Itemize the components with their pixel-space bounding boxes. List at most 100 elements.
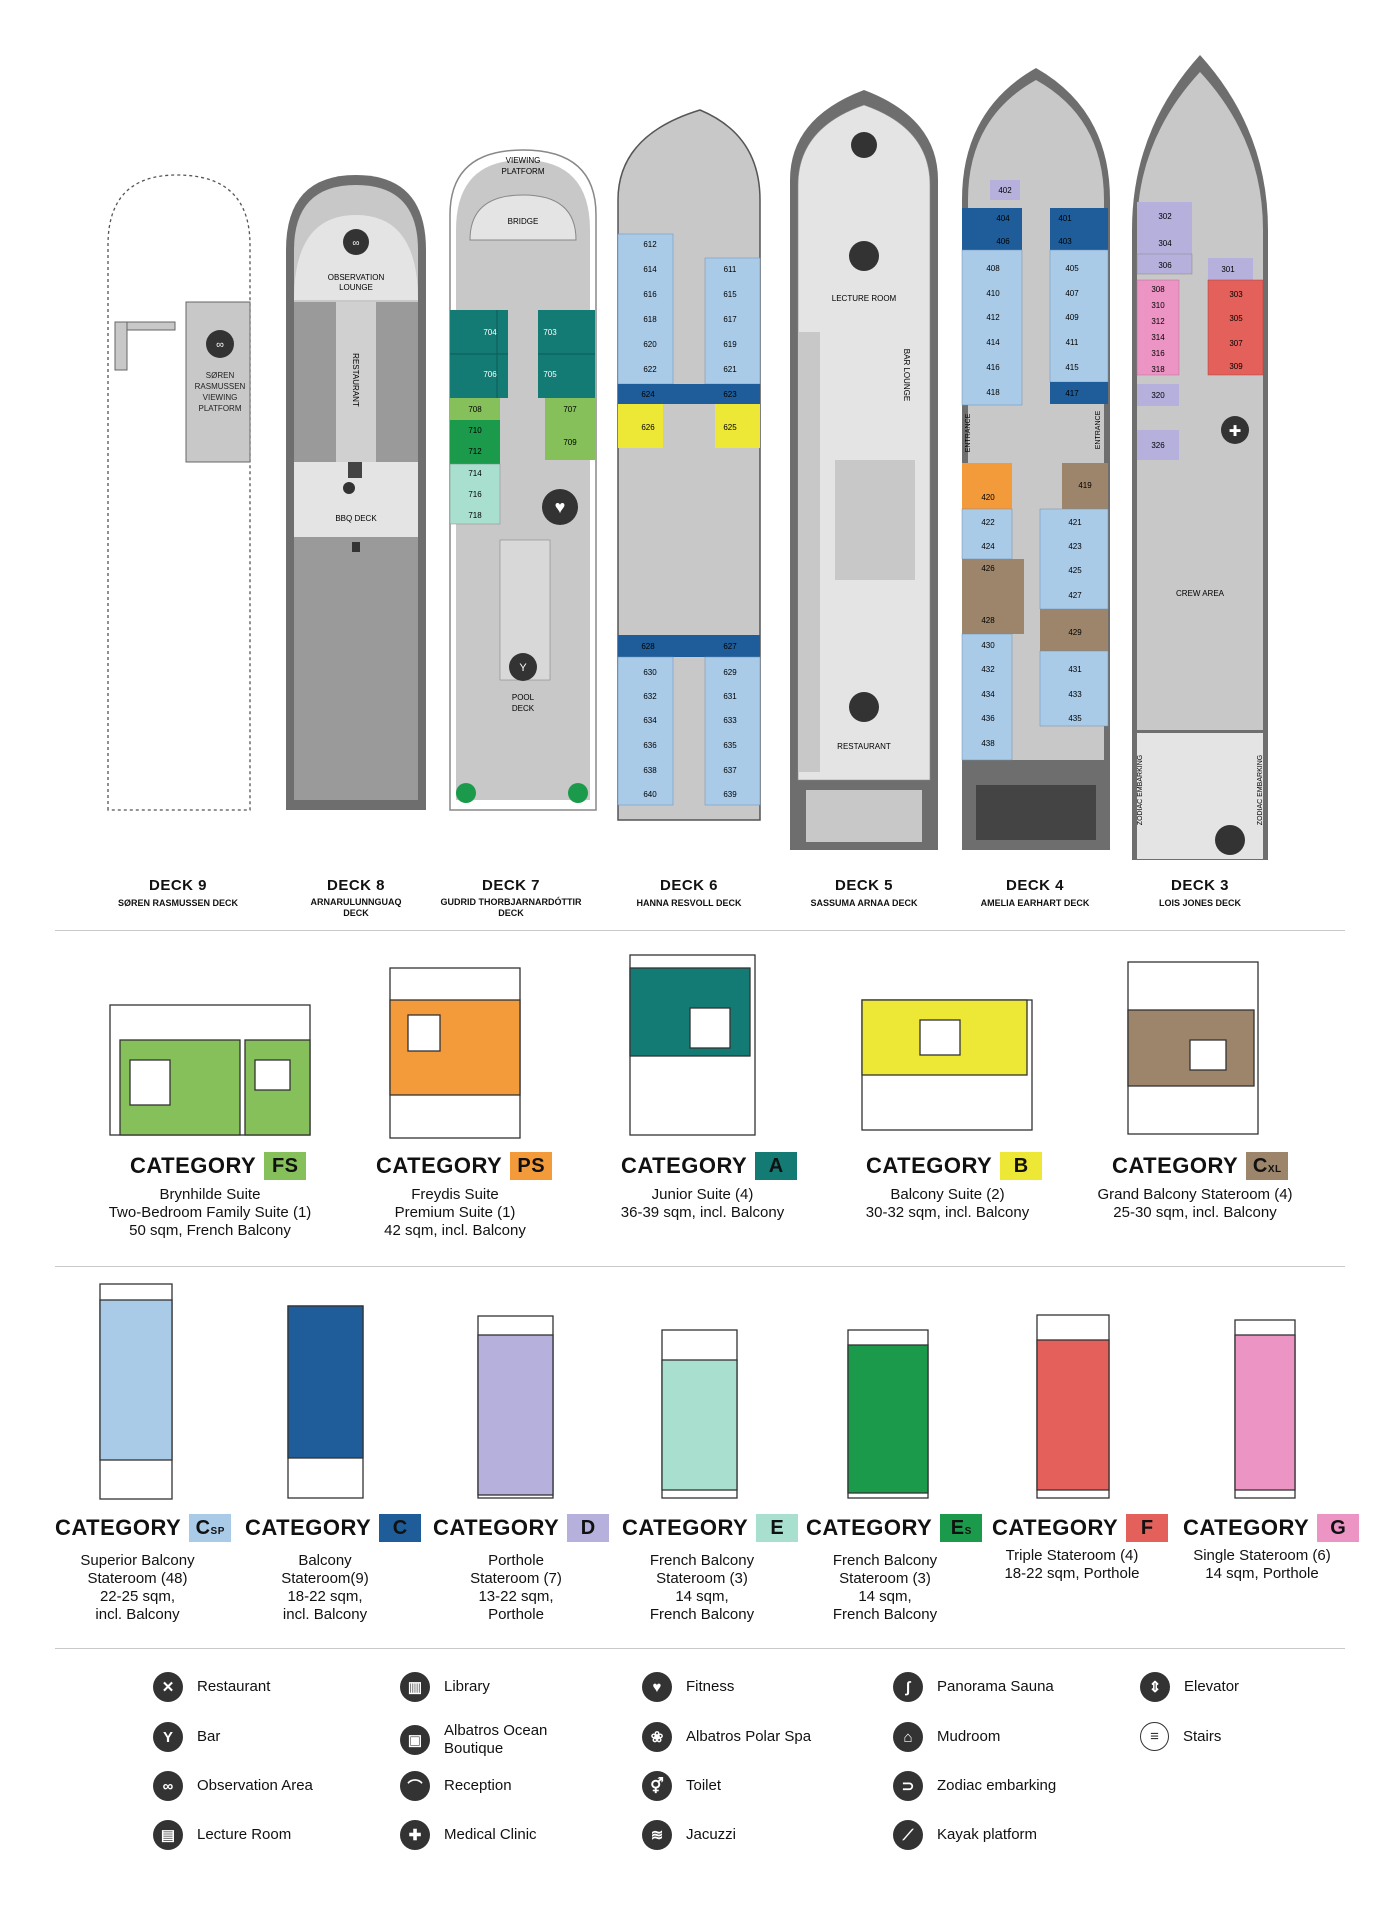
desc-line: 22-25 sqm,: [99, 1588, 176, 1605]
category-a-desc: Junior Suite (4) 36-39 sqm, incl. Balcon…: [600, 1186, 805, 1222]
svg-text:312: 312: [1151, 317, 1165, 326]
desc-line: Porthole: [488, 1606, 544, 1623]
category-fs-desc: Brynhilde Suite Two-Bedroom Family Suite…: [90, 1186, 330, 1240]
svg-text:716: 716: [468, 490, 482, 499]
svg-text:401: 401: [1058, 214, 1072, 223]
svg-text:638: 638: [643, 766, 657, 775]
category-ps-desc: Freydis Suite Premium Suite (1) 42 sqm, …: [365, 1186, 545, 1240]
category-a: CATEGORY A: [621, 1152, 798, 1180]
svg-text:626: 626: [641, 423, 655, 432]
category-ps: CATEGORY PS: [376, 1152, 553, 1180]
desc-line: Stateroom (48): [87, 1570, 188, 1587]
svg-text:411: 411: [1066, 338, 1079, 347]
deck-8-title: DECK 8: [326, 877, 385, 894]
deck-9-name: SØREN RASMUSSEN DECK: [117, 898, 238, 908]
svg-text:304: 304: [1158, 239, 1172, 248]
svg-text:OBSERVATION: OBSERVATION: [328, 273, 385, 282]
category-label: CATEGORY: [866, 1153, 993, 1178]
svg-text:RESTAURANT: RESTAURANT: [837, 742, 891, 751]
desc-line: 14 sqm,: [858, 1588, 912, 1605]
svg-text:DECK: DECK: [512, 704, 535, 713]
library-icon: ▥: [400, 1672, 430, 1702]
desc-line: French Balcony: [649, 1606, 755, 1623]
legend-item: ⊃ Zodiac embarking: [893, 1771, 1056, 1801]
svg-text:♥: ♥: [555, 497, 566, 517]
legend-label: Stairs: [1183, 1727, 1222, 1745]
svg-text:305: 305: [1229, 314, 1243, 323]
category-code: E: [950, 1517, 965, 1539]
divider: [55, 1648, 1345, 1649]
category-label: CATEGORY: [621, 1153, 748, 1178]
category-d-desc: Porthole Stateroom (7) 13-22 sqm, Portho…: [436, 1552, 596, 1624]
svg-text:611: 611: [724, 265, 737, 274]
deck-7-name: GUDRID THORBJARNARDÓTTIR DECK: [440, 897, 582, 918]
svg-text:Y: Y: [519, 662, 527, 674]
legend-label: Kayak platform: [937, 1826, 1038, 1843]
heart-icon: ♥: [642, 1672, 672, 1702]
category-code: FS: [271, 1155, 299, 1177]
svg-text:431: 431: [1068, 665, 1082, 674]
deck-4-title: DECK 4: [1005, 877, 1064, 894]
category-code-badge: PS: [510, 1152, 553, 1180]
svg-text:LECTURE ROOM: LECTURE ROOM: [832, 294, 897, 303]
desc-line: 36-39 sqm, incl. Balcony: [620, 1204, 785, 1221]
legend-item: ❀ Albatros Polar Spa: [642, 1722, 811, 1752]
category-code-badge: CXL: [1246, 1152, 1289, 1180]
category-code-badge: E: [756, 1514, 799, 1542]
category-f-desc: Triple Stateroom (4) 18-22 sqm, Porthole: [982, 1547, 1162, 1583]
category-fs: CATEGORY FS: [130, 1152, 307, 1180]
legend-item: ⟋ Kayak platform: [893, 1820, 1037, 1850]
legend-label: Bar: [197, 1728, 221, 1745]
svg-text:705: 705: [543, 370, 557, 379]
lecture-room-icon: ▤: [153, 1820, 183, 1850]
category-code-sub: SP: [210, 1526, 225, 1537]
legend-item: ∫ Panorama Sauna: [893, 1672, 1054, 1702]
svg-text:417: 417: [1065, 389, 1079, 398]
category-label: CATEGORY: [992, 1515, 1119, 1540]
legend-item: ∞ Observation Area: [153, 1771, 313, 1801]
svg-text:627: 627: [723, 642, 737, 651]
svg-text:RASMUSSEN: RASMUSSEN: [195, 382, 246, 391]
plan-e: [661, 1329, 738, 1499]
svg-text:625: 625: [723, 423, 737, 432]
d9-platform-label: SØREN: [206, 371, 235, 380]
category-code: G: [1330, 1517, 1347, 1539]
svg-text:409: 409: [1065, 313, 1079, 322]
svg-text:307: 307: [1229, 339, 1243, 348]
desc-line: 14 sqm, Porthole: [1205, 1565, 1319, 1582]
desc-line: Freydis Suite: [411, 1186, 499, 1203]
svg-text:434: 434: [981, 690, 995, 699]
svg-text:616: 616: [643, 290, 657, 299]
category-code: C: [195, 1517, 211, 1539]
desc-line: incl. Balcony: [95, 1606, 180, 1623]
category-code-badge: F: [1126, 1514, 1169, 1542]
svg-text:435: 435: [1068, 714, 1082, 723]
category-code-badge: G: [1317, 1514, 1360, 1542]
svg-text:VIEWING: VIEWING: [203, 393, 238, 402]
plan-es: [847, 1329, 929, 1499]
desc-line: Brynhilde Suite: [159, 1186, 261, 1203]
svg-text:623: 623: [723, 390, 737, 399]
svg-text:429: 429: [1068, 628, 1082, 637]
svg-text:618: 618: [643, 315, 657, 324]
svg-text:∞: ∞: [352, 238, 359, 249]
deck-7-title: DECK 7: [481, 877, 540, 894]
legend-item: ⌒ Reception: [400, 1771, 512, 1801]
deck-5-plan: LECTURE ROOM RESTAURANT BAR LOUNGE: [790, 90, 938, 850]
svg-text:708: 708: [468, 405, 482, 414]
svg-text:410: 410: [986, 289, 1000, 298]
desc-line: Premium Suite (1): [394, 1204, 516, 1221]
restaurant-icon: ✕: [153, 1672, 183, 1702]
divider: [55, 1266, 1345, 1267]
toilet-icon: ⚥: [642, 1771, 672, 1801]
category-csp-desc: Superior Balcony Stateroom (48) 22-25 sq…: [55, 1552, 220, 1624]
svg-text:BRIDGE: BRIDGE: [508, 217, 539, 226]
category-code-sub: S: [964, 1526, 972, 1537]
svg-text:438: 438: [981, 739, 995, 748]
category-es-desc: French Balcony Stateroom (3) 14 sqm, Fre…: [805, 1552, 965, 1624]
legend-label: Observation Area: [197, 1777, 313, 1794]
svg-text:405: 405: [1065, 264, 1079, 273]
legend-item: ⌂ Mudroom: [893, 1722, 1000, 1752]
legend-item: ⇕ Elevator: [1140, 1672, 1239, 1702]
category-label: CATEGORY: [376, 1153, 503, 1178]
